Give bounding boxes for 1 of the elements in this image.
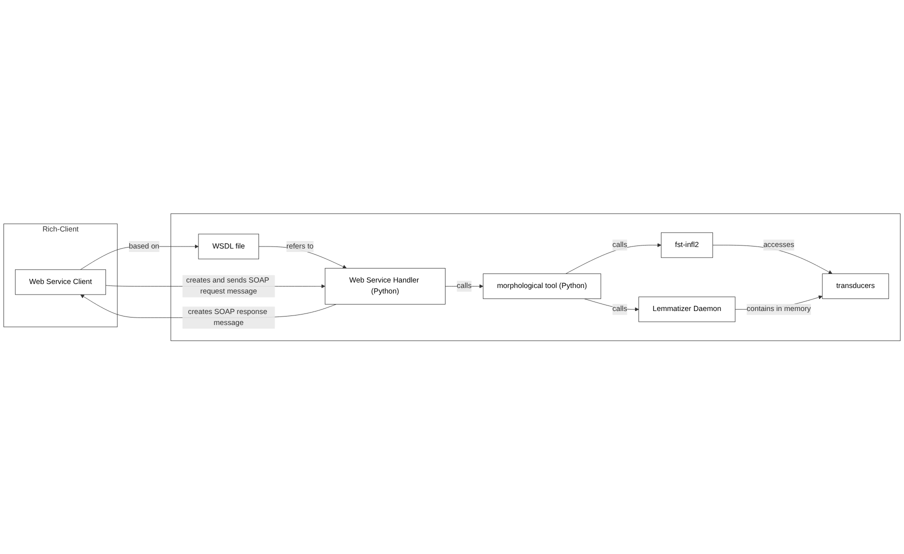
cluster [170, 213, 900, 341]
